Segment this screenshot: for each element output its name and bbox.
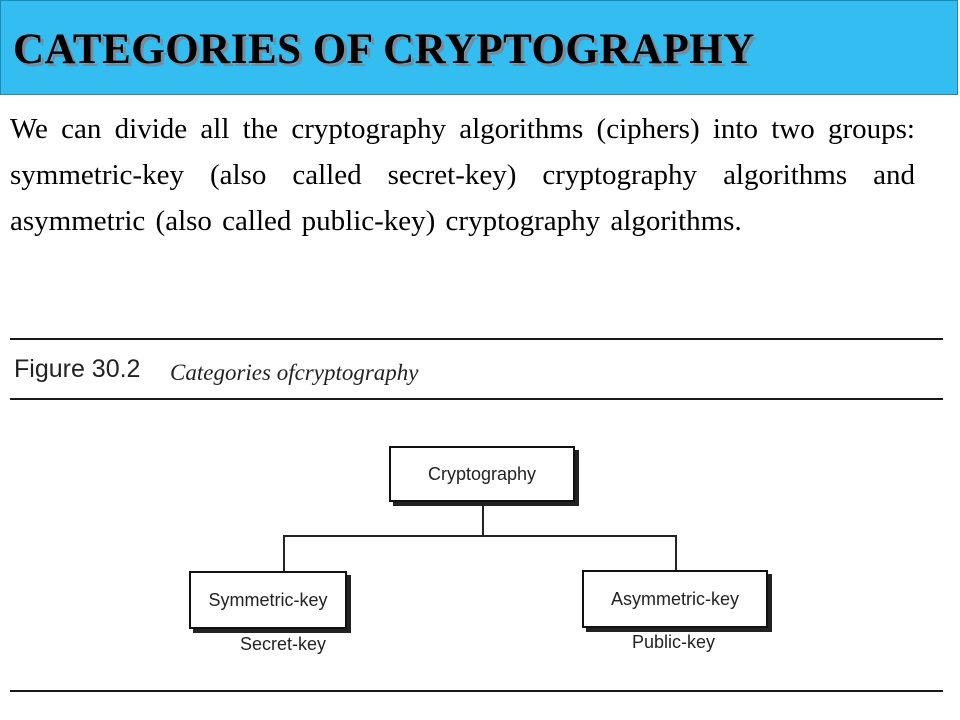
figure-label: Figure 30.2 — [14, 355, 141, 383]
node-asymmetric-key-sublabel: Public-key — [632, 632, 716, 652]
figure-caption: Categories ofcryptography — [170, 360, 419, 385]
title-bar: CATEGORIES OF CRYPTOGRAPHY — [0, 0, 958, 95]
connector-right-drop — [675, 535, 677, 573]
node-cryptography-label: Cryptography — [427, 463, 537, 484]
figure-bottom-rule — [10, 690, 943, 692]
node-asymmetric-key-label: Asymmetric-key — [610, 588, 739, 609]
connector-root-stem — [482, 500, 484, 536]
connector-left-drop — [283, 535, 285, 573]
body-paragraph: We can divide all the cryptography algor… — [10, 113, 915, 237]
slide-title: CATEGORIES OF CRYPTOGRAPHY — [13, 26, 755, 73]
node-symmetric-key-label: Symmetric-key — [208, 589, 328, 610]
node-asymmetric-key: Asymmetric-key — [582, 570, 768, 628]
figure-top-rule — [10, 338, 943, 340]
connector-horizontal — [283, 535, 677, 537]
node-symmetric-key-sublabel: Secret-key — [240, 634, 327, 654]
node-symmetric-key: Symmetric-key — [189, 571, 347, 629]
node-cryptography: Cryptography — [389, 446, 575, 502]
figure-caption-rule — [10, 398, 943, 400]
